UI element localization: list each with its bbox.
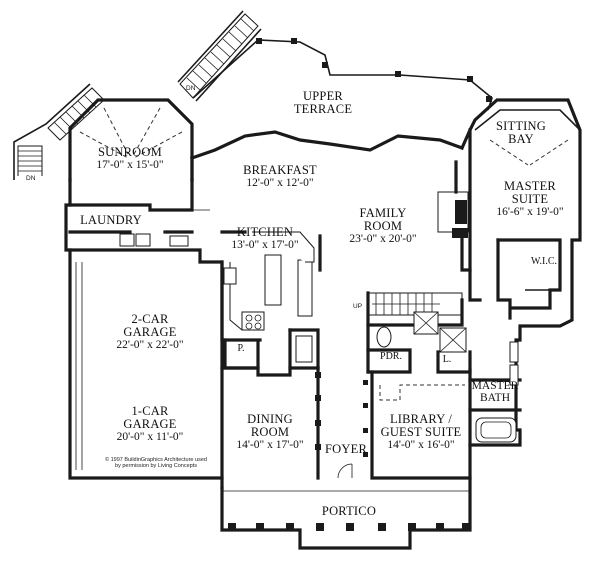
two-car-garage-name-2: GARAGE	[123, 325, 177, 340]
powder-room-label: PDR.	[372, 351, 410, 363]
powder-room-name: PDR.	[380, 351, 402, 362]
library-label: LIBRARY / GUEST SUITE 14'-0" x 16'-0"	[372, 412, 470, 452]
dining-room-name-2: ROOM	[250, 425, 290, 440]
master-suite-walls	[468, 128, 482, 302]
kitchen-label: KITCHEN 13'-0" x 17'-0"	[220, 225, 310, 252]
dining-room-dims: 14'-0" x 17'-0"	[236, 439, 304, 452]
breakfast-label: BREAKFAST 12'-0" x 12'-0"	[228, 163, 332, 190]
terrace-railing	[192, 39, 493, 111]
master-bath-label: MASTER BATH	[470, 380, 520, 404]
wic-label: W.I.C.	[522, 256, 566, 268]
breakfast-name: BREAKFAST	[243, 163, 317, 177]
two-car-garage-name-1: 2-CAR	[131, 312, 169, 326]
dining-room-label: DINING ROOM 14'-0" x 17'-0"	[222, 412, 318, 452]
foyer-columns	[363, 380, 368, 457]
sitting-bay-name-2: BAY	[508, 132, 534, 147]
master-bath-name-2: BATH	[479, 392, 511, 405]
one-car-garage-name-2: GARAGE	[123, 417, 177, 432]
one-car-garage-dims: 20'-0" x 11'-0"	[116, 431, 184, 444]
washer-dryer	[119, 233, 189, 247]
sunroom-dims: 17'-0" x 15'-0"	[96, 159, 164, 172]
pantry-name: P.	[237, 343, 245, 354]
sunroom-walls	[68, 98, 194, 182]
upper-terrace-name-1: UPPER	[303, 89, 343, 103]
master-suite-label: MASTER SUITE 16'-6" x 19'-0"	[480, 179, 580, 219]
sitting-bay-name-1: SITTING	[495, 119, 546, 133]
library-name-2: GUEST SUITE	[380, 425, 462, 440]
family-room-name-2: ROOM	[363, 219, 403, 234]
library-dims: 14'-0" x 16'-0"	[387, 439, 455, 452]
main-stair-up-label: UP	[353, 303, 363, 310]
two-car-garage-label: 2-CAR GARAGE 22'-0" x 22'-0"	[100, 312, 200, 352]
portico-label: PORTICO	[306, 504, 392, 518]
library-name-1: LIBRARY /	[389, 412, 453, 426]
laundry-walls	[68, 178, 194, 212]
garage-walls	[68, 248, 224, 480]
dining-room-name-1: DINING	[247, 412, 293, 426]
sunroom-stair	[13, 83, 105, 180]
breakfast-dims: 12'-0" x 12'-0"	[246, 177, 314, 190]
pantry-label: P.	[231, 343, 251, 355]
sunroom-name: SUNROOM	[98, 145, 162, 159]
portico-structure	[220, 476, 472, 550]
family-room-label: FAMILY ROOM 23'-0" x 20'-0"	[335, 206, 431, 246]
foyer-name: FOYER	[325, 442, 367, 456]
upper-terrace-label: UPPER TERRACE	[287, 89, 359, 117]
foyer-label: FOYER	[322, 442, 370, 456]
dining-walls	[220, 366, 292, 377]
powder-room-walls	[366, 348, 412, 374]
linen-name: L.	[442, 354, 452, 365]
terrace-stair	[177, 10, 262, 102]
master-suite-dims: 16'-6" x 19'-0"	[496, 206, 564, 219]
copyright-credit: © 1997 BuildinGraphics Architecture used…	[92, 457, 220, 470]
kitchen-fixtures	[220, 231, 315, 342]
upper-terrace-name-2: TERRACE	[293, 102, 353, 117]
family-room-dims: 23'-0" x 20'-0"	[349, 233, 417, 246]
laundry-name: LAUNDRY	[80, 213, 142, 227]
master-suite-name-2: SUITE	[511, 192, 549, 207]
sitting-bay-label: SITTING BAY	[486, 119, 556, 147]
credit-line-1: © 1997 BuildinGraphics Architecture used	[105, 457, 207, 463]
bathtub	[475, 417, 517, 443]
one-car-garage-label: 1-CAR GARAGE 20'-0" x 11'-0"	[100, 404, 200, 444]
linen-label: L.	[440, 354, 454, 366]
wic-name: W.I.C.	[530, 256, 558, 267]
sunroom-stair-dn-label: DN	[26, 175, 36, 182]
breakfast-bay-walls	[189, 130, 465, 161]
family-fireplace	[437, 160, 469, 238]
terrace-stair-dn-label: DN	[186, 85, 196, 92]
sunroom-label: SUNROOM 17'-0" x 15'-0"	[80, 145, 180, 172]
kitchen-dims: 13'-0" x 17'-0"	[231, 239, 299, 252]
portico-name: PORTICO	[321, 504, 377, 518]
master-bath-name-1: MASTER	[471, 380, 519, 392]
dining-columns	[315, 372, 321, 450]
master-suite-name-1: MASTER	[504, 179, 556, 193]
laundry-label: LAUNDRY	[74, 213, 148, 227]
two-car-garage-dims: 22'-0" x 22'-0"	[116, 339, 184, 352]
library-walls	[370, 368, 472, 480]
sitting-bay-outline	[474, 109, 581, 131]
one-car-garage-name-1: 1-CAR	[131, 404, 169, 418]
family-room-name-1: FAMILY	[359, 206, 407, 220]
credit-line-2: by permission by Living Concepts	[115, 463, 197, 470]
kitchen-name: KITCHEN	[236, 225, 294, 239]
